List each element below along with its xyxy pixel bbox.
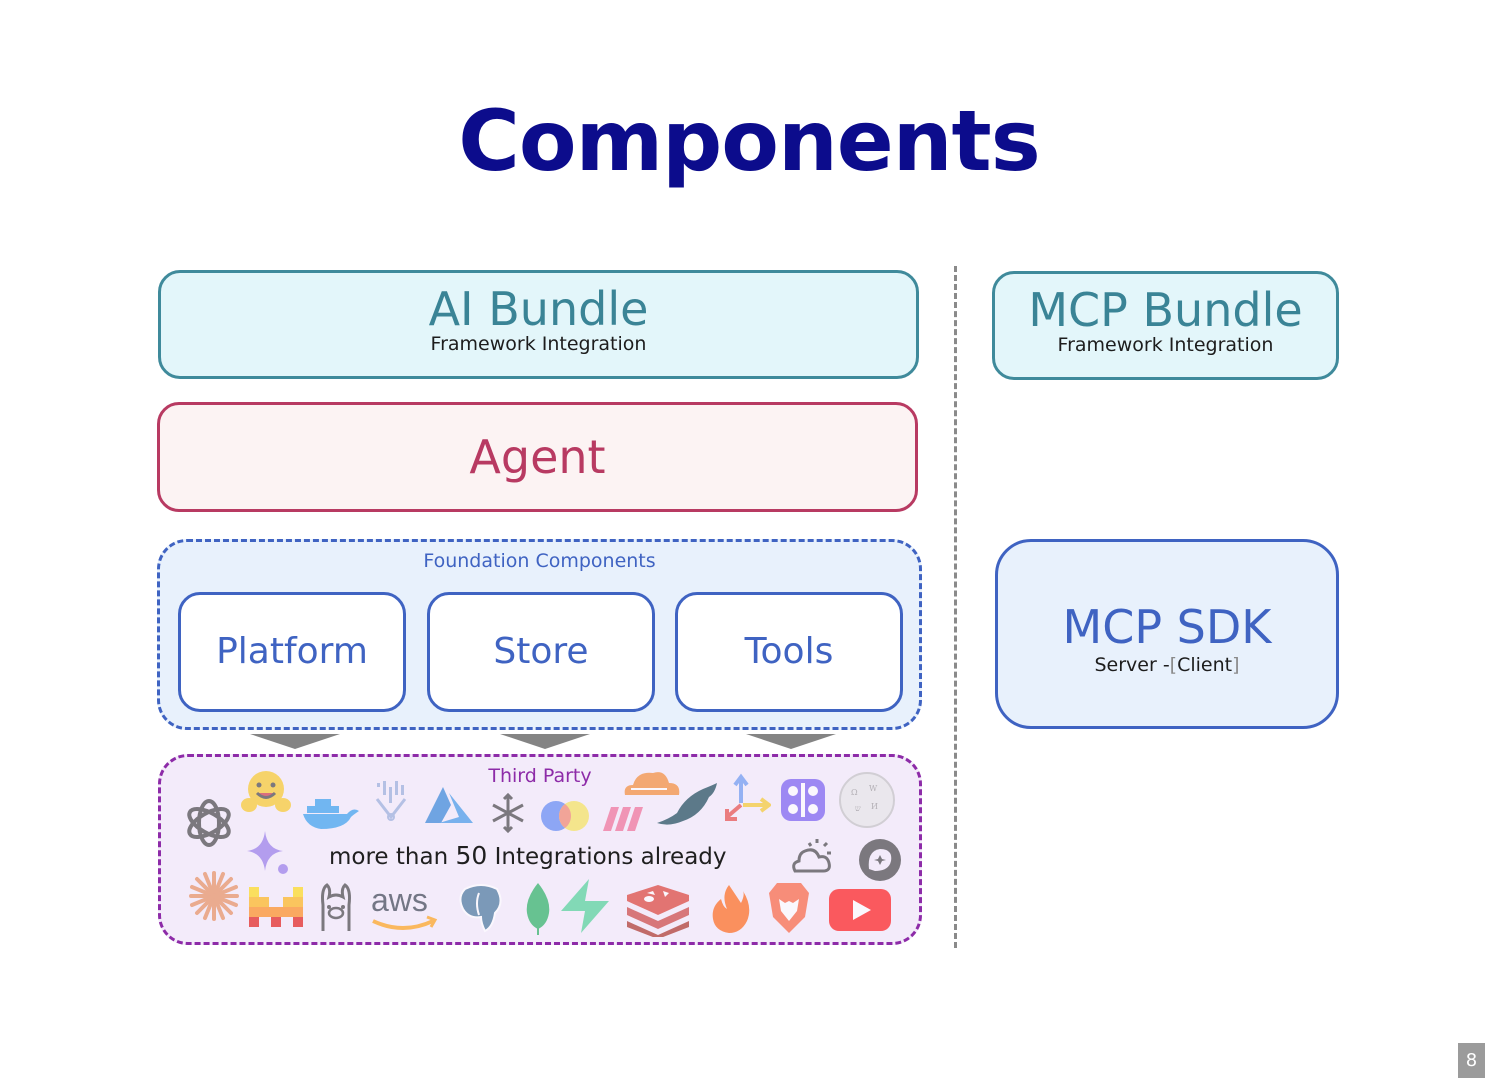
magic-icon — [603, 807, 643, 831]
anthropic-icon — [189, 871, 239, 921]
n8n-icon — [781, 779, 825, 821]
mistral-logo-icon — [249, 887, 303, 927]
aws-icon: aws — [371, 882, 438, 930]
weather-icon — [792, 839, 831, 873]
svg-text:Ω: Ω — [851, 788, 858, 797]
mcp-sdk-subtitle-client: Client — [1177, 654, 1233, 676]
perplexity-icon — [492, 792, 524, 834]
huggingface-icon — [241, 771, 291, 812]
cloudflare-icon — [624, 772, 680, 795]
vertical-divider — [954, 266, 957, 948]
bracket-open: [ — [1169, 654, 1178, 676]
foundation-label: Foundation Components — [423, 550, 656, 572]
arrow-down-icon — [250, 734, 340, 749]
ai-bundle-title: AI Bundle — [428, 282, 649, 336]
ollama-icon — [321, 883, 351, 931]
svg-text:И: И — [871, 802, 878, 811]
gemini-icon — [247, 831, 288, 874]
ai-bundle-subtitle: Framework Integration — [430, 333, 647, 355]
integrations-text-before: more than — [329, 844, 456, 870]
svg-text:aws: aws — [371, 882, 428, 918]
docker-icon — [303, 799, 359, 829]
supabase-icon — [561, 879, 609, 933]
mcp-bundle-subtitle: Framework Integration — [1057, 334, 1274, 356]
mistral-ai-icon — [541, 801, 589, 831]
brave-icon — [769, 883, 809, 933]
axes-icon — [725, 773, 771, 821]
third-party-group: Third Party more than 50 Integrations al… — [158, 754, 922, 945]
mcp-sdk-box: MCP SDK Server -[Client] — [995, 539, 1339, 729]
mcp-bundle-box: MCP Bundle Framework Integration — [992, 271, 1339, 380]
third-party-label: Third Party — [488, 765, 592, 787]
foundation-components-group: Foundation Components Platform Store Too… — [157, 539, 922, 730]
page-number: 8 — [1458, 1043, 1485, 1078]
serp-icon — [859, 839, 901, 881]
platform-box: Platform — [178, 592, 406, 712]
slide-title: Components — [458, 92, 1040, 190]
mongodb-icon — [526, 883, 550, 935]
openai-icon — [187, 799, 231, 847]
mariadb-icon — [657, 783, 717, 825]
firecrawl-icon — [712, 885, 750, 933]
mcp-sdk-title: MCP SDK — [1062, 600, 1272, 654]
redis-icon — [627, 885, 689, 937]
arrow-down-icon — [500, 734, 590, 749]
integrations-text-after: Integrations already — [487, 844, 727, 870]
mcp-sdk-subtitle-main: Server - — [1094, 654, 1170, 676]
agent-box: Agent — [157, 402, 918, 512]
agent-title: Agent — [469, 430, 606, 484]
postgres-icon — [459, 884, 502, 933]
mcp-bundle-title: MCP Bundle — [1028, 283, 1303, 337]
pinecone-icon — [375, 781, 407, 821]
svg-text:ש: ש — [855, 804, 861, 813]
svg-text:W: W — [869, 784, 878, 793]
youtube-icon — [829, 889, 891, 931]
integrations-text: more than 50 Integrations already — [329, 841, 727, 870]
arrow-down-icon — [746, 734, 836, 749]
wikipedia-icon: Ω W ש И — [839, 772, 895, 828]
bracket-close: ] — [1232, 654, 1240, 676]
ai-bundle-box: AI Bundle Framework Integration — [158, 270, 919, 379]
azure-icon — [425, 787, 473, 823]
store-box: Store — [427, 592, 655, 712]
integrations-count: 50 — [455, 841, 488, 870]
tools-box: Tools — [675, 592, 903, 712]
mcp-sdk-subtitle: Server -[Client] — [998, 654, 1336, 676]
